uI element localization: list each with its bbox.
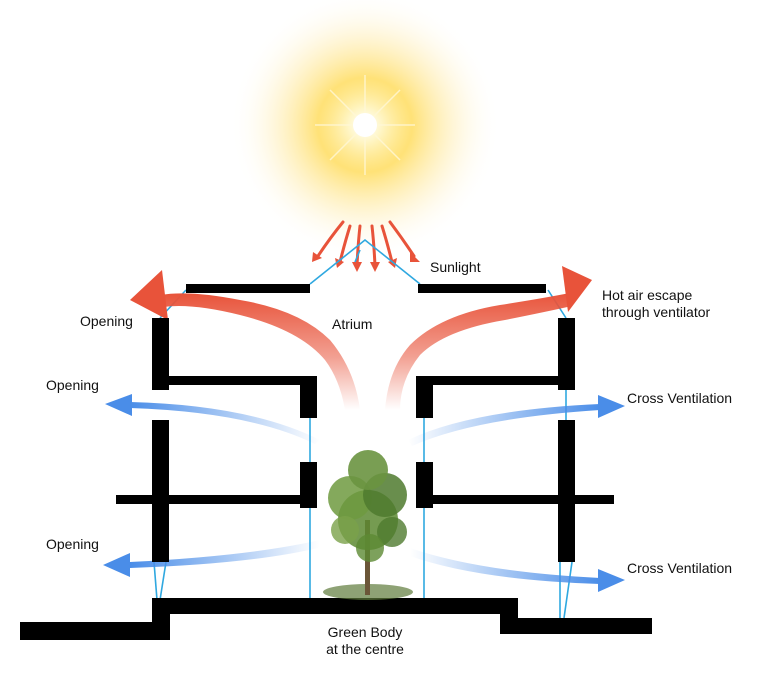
sun-icon	[230, 0, 500, 260]
cool-air-arrows	[103, 394, 625, 592]
tree-icon	[323, 450, 413, 600]
sunlight-label: Sunlight	[430, 259, 481, 275]
opening-label-mid: Opening	[46, 377, 99, 393]
opening-label-bottom: Opening	[46, 536, 99, 552]
hot-air-arrows	[130, 266, 592, 410]
cross-ventilation-label-upper: Cross Ventilation	[627, 390, 733, 406]
cross-ventilation-label-lower: Cross Ventilation	[627, 560, 733, 576]
hot-air-label-line1: Hot air escape	[602, 287, 693, 303]
green-body-label-line1: Green Body	[327, 624, 403, 640]
sun-ray-arrowheads	[312, 252, 420, 272]
green-body-label-line2: at the centre	[326, 641, 404, 657]
hot-air-label-line2: through ventilator	[602, 304, 711, 320]
building-structure	[20, 284, 652, 640]
atrium-label: Atrium	[332, 316, 373, 332]
opening-label-top: Opening	[80, 313, 133, 329]
